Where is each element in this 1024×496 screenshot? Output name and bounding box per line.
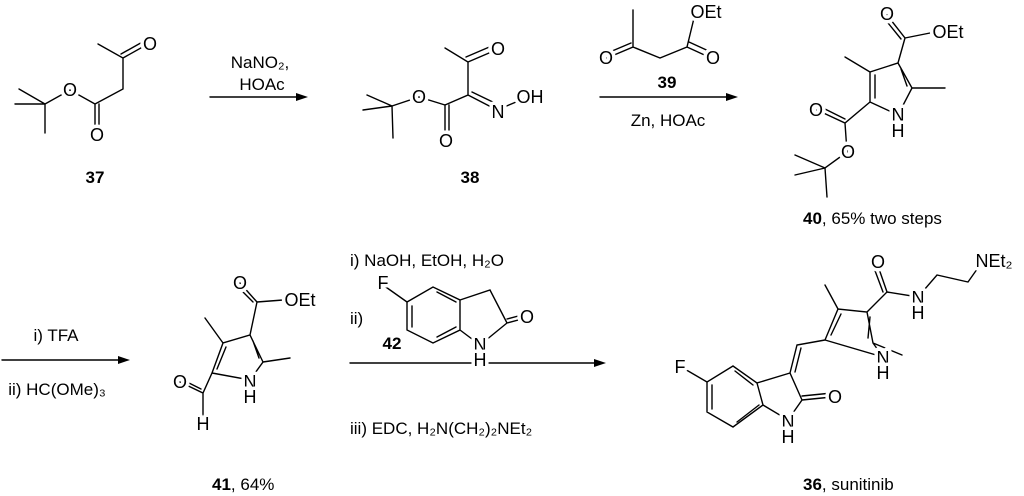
- atom-o: O: [233, 273, 247, 293]
- reagent-text: ii) HC(OMe)₃: [8, 380, 106, 399]
- compound-37-structure: O O O 37: [14, 31, 161, 187]
- arrowhead-icon: [726, 93, 738, 101]
- atom-n: N: [912, 288, 925, 308]
- atom-h: H: [877, 363, 890, 383]
- reagent-text: i) NaOH, EtOH, H₂O: [350, 251, 504, 270]
- compound-label-41: 41: [212, 475, 231, 494]
- atom-n: N: [474, 335, 487, 355]
- atom-oet: OEt: [284, 290, 315, 310]
- arrowhead-icon: [594, 359, 606, 367]
- compound-39-structure: O O OEt 39: [595, 0, 725, 92]
- atom-n: N: [244, 372, 257, 392]
- compound-36-structure: O N H NEt₂ N H O N H F 36, sunitinib: [671, 248, 1016, 495]
- atom-n: N: [782, 412, 795, 432]
- reagent-text: HOAc: [239, 75, 285, 94]
- reaction-arrow-2: Zn, HOAc: [599, 93, 738, 130]
- compound-label-40: 40: [803, 209, 822, 228]
- atom-f: F: [378, 273, 389, 293]
- compound-41-structure: O OEt O H N H 41, 64%: [169, 270, 319, 495]
- atom-o: O: [491, 39, 505, 59]
- compound-label-37: 37: [86, 168, 105, 187]
- reagent-text: i) TFA: [33, 326, 79, 345]
- atom-h: H: [782, 427, 795, 447]
- reaction-arrow-1: NaNO₂, HOAc: [209, 53, 308, 101]
- compound-label-36: 36: [803, 475, 822, 494]
- compound-label-39: 39: [658, 73, 677, 92]
- atom-o: O: [520, 307, 534, 327]
- compound-caption-41: 41, 64%: [212, 475, 274, 494]
- compound-38-structure: O O O N OH 38: [362, 36, 547, 187]
- reagent-text: Zn, HOAc: [631, 111, 706, 130]
- atom-h: H: [197, 414, 210, 434]
- compound-42-structure: F O N H 42: [374, 270, 538, 374]
- atom-o: O: [880, 4, 894, 24]
- reagent-text: iii) EDC, H₂N(CH₂)₂NEt₂: [350, 419, 532, 438]
- atom-o: O: [173, 372, 187, 392]
- atom-oet: OEt: [932, 22, 963, 42]
- atom-net2: NEt₂: [976, 251, 1013, 271]
- atom-n: N: [492, 102, 505, 122]
- compound-label-42: 42: [383, 334, 402, 353]
- arrowhead-icon: [296, 93, 308, 101]
- compound-label-38: 38: [461, 168, 480, 187]
- arrowhead-icon: [118, 356, 130, 364]
- atom-h: H: [474, 350, 487, 370]
- atom-n: N: [892, 105, 905, 125]
- atom-o: O: [809, 100, 823, 120]
- atom-oh: OH: [517, 87, 544, 107]
- atom-o: O: [63, 80, 77, 100]
- reagent-text: NaNO₂,: [231, 53, 290, 72]
- yield-text: , 64%: [231, 475, 274, 494]
- atom-o: O: [143, 34, 157, 54]
- atom-h: H: [244, 387, 257, 407]
- atom-o: O: [871, 252, 885, 272]
- yield-text: , 65% two steps: [822, 209, 942, 228]
- compound-caption-36: 36, sunitinib: [803, 475, 894, 494]
- atom-f: F: [675, 357, 686, 377]
- atom-o: O: [841, 142, 855, 162]
- atom-h: H: [892, 121, 905, 141]
- reaction-arrow-3: i) TFA ii) HC(OMe)₃: [1, 326, 130, 399]
- atom-o: O: [90, 125, 104, 145]
- atom-n: N: [877, 348, 890, 368]
- compound-name: , sunitinib: [822, 475, 894, 494]
- atom-oet: OEt: [690, 2, 721, 22]
- compound-caption-40: 40, 65% two steps: [803, 209, 942, 228]
- atom-o: O: [412, 87, 426, 107]
- compound-40-structure: O OEt O O N H 40, 65% two steps: [794, 1, 967, 228]
- atom-o: O: [828, 387, 842, 407]
- reaction-arrow-4: i) NaOH, EtOH, H₂O ii) iii) EDC, H₂N(CH₂…: [349, 251, 606, 438]
- atom-o: O: [706, 48, 720, 68]
- atom-o: O: [599, 48, 613, 68]
- atom-h: H: [912, 303, 925, 323]
- atom-o: O: [439, 131, 453, 151]
- reagent-text: ii): [350, 309, 363, 328]
